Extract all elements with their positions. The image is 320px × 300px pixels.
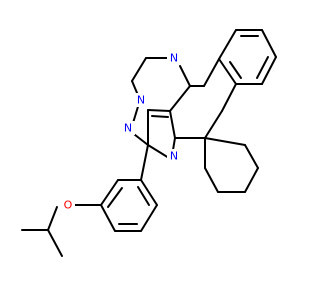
bond: [47, 229, 63, 257]
atom-n3: N: [121, 121, 135, 135]
bond: [244, 144, 259, 169]
bond: [47, 206, 58, 231]
canvas-background: [0, 0, 300, 300]
molecule-structure: N N N N O: [0, 0, 300, 300]
bond: [147, 109, 171, 112]
bond: [179, 65, 191, 87]
bond: [107, 187, 123, 208]
bond: [140, 204, 158, 232]
bond: [218, 58, 237, 85]
atom-n4: N: [167, 149, 181, 163]
bond: [204, 110, 223, 139]
atom-label-n3: N: [124, 122, 132, 135]
bond: [151, 115, 169, 118]
bond: [261, 29, 277, 58]
bond: [221, 83, 237, 112]
bond: [147, 144, 170, 159]
atom-label-n2: N: [137, 94, 145, 107]
atom-label-n1: N: [170, 52, 178, 65]
atom-label-o1: O: [64, 199, 73, 212]
atom-n2: N: [134, 93, 148, 107]
bond: [140, 179, 158, 206]
bond: [137, 186, 150, 206]
bond: [140, 144, 149, 181]
bond: [100, 204, 116, 232]
bond: [172, 137, 176, 151]
bond: [169, 110, 176, 139]
bond: [169, 85, 191, 112]
bond: [218, 29, 237, 60]
atom-n1: N: [167, 51, 181, 65]
bond: [204, 137, 246, 146]
bond: [203, 58, 220, 87]
bonds: [21, 29, 277, 257]
bond: [229, 61, 242, 79]
bond: [256, 56, 269, 79]
bond: [261, 56, 277, 85]
atom-label-n4: N: [170, 150, 178, 163]
atom-labels: N N N N O: [61, 51, 181, 212]
bond: [244, 167, 259, 193]
atom-o1: O: [61, 198, 75, 212]
bond: [131, 57, 147, 82]
bond: [204, 167, 219, 193]
bond: [100, 179, 119, 206]
